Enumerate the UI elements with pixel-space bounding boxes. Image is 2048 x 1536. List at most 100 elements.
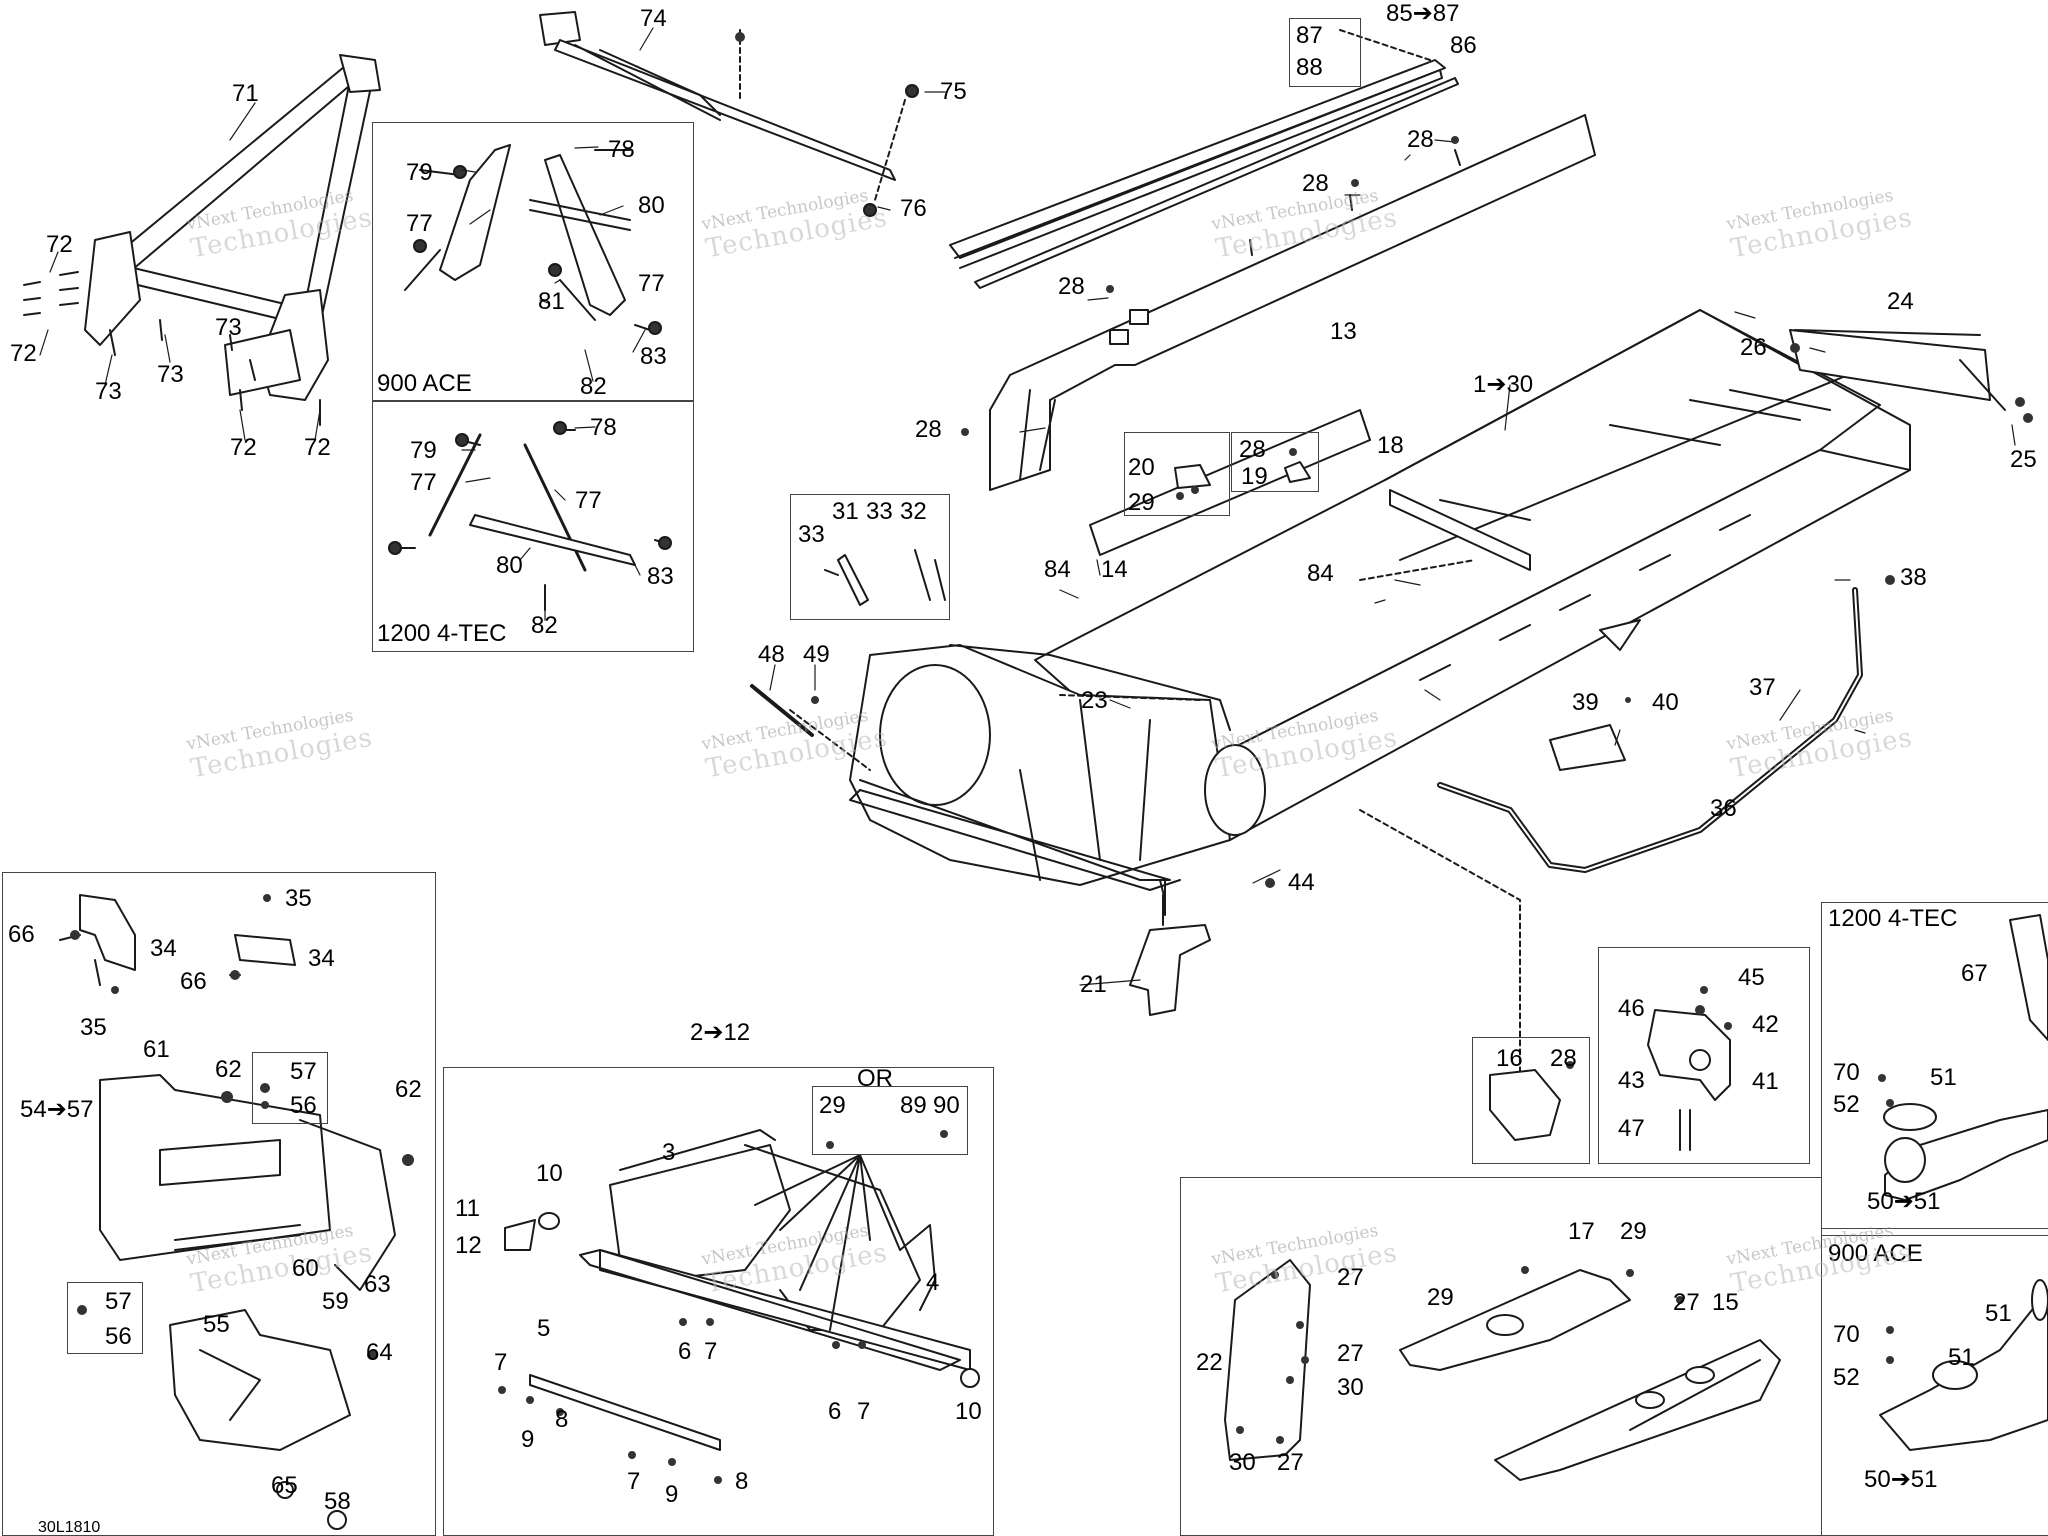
- callout-label: 70: [1833, 1321, 1860, 1348]
- callout-label: 17: [1568, 1218, 1595, 1245]
- box-parts-41-47: [1598, 947, 1810, 1164]
- callout-label: 86: [1450, 32, 1477, 59]
- callout-label: 63: [364, 1271, 391, 1298]
- callout-label: 46: [1618, 995, 1645, 1022]
- parts-34-66: [59, 894, 396, 1530]
- callout-label: 89: [900, 1092, 927, 1119]
- box-parts-29-89-90: [812, 1086, 968, 1155]
- callout-label: 5: [537, 1315, 551, 1342]
- callout-label: 49: [803, 641, 830, 668]
- callout-label: 57: [105, 1288, 132, 1315]
- box-parts-31-33: [790, 494, 950, 620]
- callout-label: 36: [1710, 795, 1737, 822]
- part-36-rear-bumper: [1437, 587, 1863, 873]
- callout-label: 12: [455, 1232, 482, 1259]
- callout-label: 50➔51: [1864, 1466, 1938, 1493]
- callout-label: 8: [735, 1468, 749, 1495]
- callout-label: 1➔30: [1473, 371, 1534, 398]
- parts-50-67-1200: [1883, 914, 2048, 1201]
- diagram-code: 30L1810: [38, 1519, 101, 1536]
- callout-label: 2➔12: [690, 1019, 751, 1046]
- callout-label: 77: [638, 270, 665, 297]
- callout-label: 28: [915, 416, 942, 443]
- callout-label: 58: [324, 1488, 351, 1515]
- callout-label: 82: [531, 612, 558, 639]
- callout-label: 85➔87: [1386, 0, 1460, 27]
- callout-label: 84: [1044, 556, 1071, 583]
- callout-label: 6: [678, 1338, 692, 1365]
- callout-label: 83: [647, 563, 674, 590]
- callout-label: 23: [1081, 687, 1108, 714]
- callout-label: 56: [105, 1323, 132, 1350]
- callout-label: 40: [1652, 689, 1679, 716]
- box-parts-19-20: [1124, 432, 1230, 516]
- box-1200-4tec-right: [1821, 902, 2048, 1229]
- callout-label: 87: [1296, 22, 1323, 49]
- callout-label: 80: [496, 552, 523, 579]
- callout-label: 50➔51: [1867, 1188, 1941, 1215]
- callout-label: 13: [1330, 318, 1357, 345]
- callout-label: 73: [157, 361, 184, 388]
- box-parts-87-88: [1289, 18, 1361, 87]
- box-parts-15-30: [1180, 1177, 1822, 1536]
- callout-label: 9: [665, 1481, 679, 1508]
- callout-label: 34: [150, 935, 177, 962]
- callout-label: 79: [410, 437, 437, 464]
- box-title-1200-4tec-top: 1200 4-TEC: [377, 620, 507, 647]
- part-48-rod: [750, 684, 814, 737]
- callout-label: 32: [900, 498, 927, 525]
- box-parts-19-28: [1231, 432, 1319, 492]
- callout-label: 72: [230, 434, 257, 461]
- callout-label: 14: [1101, 556, 1128, 583]
- part-39-bracket: [1549, 724, 1626, 771]
- callout-label: 24: [1887, 288, 1914, 315]
- callout-label: 42: [1752, 1011, 1779, 1038]
- callout-label: 80: [638, 192, 665, 219]
- callout-label: 47: [1618, 1115, 1645, 1142]
- parts-2-12: [504, 1129, 980, 1451]
- callout-label: 33: [866, 498, 893, 525]
- parts-15-17-22: [1224, 1259, 1781, 1481]
- callout-label: 61: [143, 1036, 170, 1063]
- callout-label: 44: [1288, 869, 1315, 896]
- callout-label: 28: [1239, 436, 1266, 463]
- callout-label: 30: [1229, 1449, 1256, 1476]
- callout-label: 28: [1550, 1045, 1577, 1072]
- callout-label: 15: [1712, 1289, 1739, 1316]
- box-900-ace-top: [372, 122, 694, 402]
- box-title-900-ace-right: 900 ACE: [1828, 1240, 1923, 1267]
- callout-label: 29: [1620, 1218, 1647, 1245]
- callout-label: 59: [322, 1288, 349, 1315]
- callout-label: 29: [819, 1092, 846, 1119]
- parts-41-47: [1647, 1009, 1731, 1151]
- callout-label: 73: [95, 378, 122, 405]
- hardware-dots: [70, 32, 2033, 1484]
- callout-label: 73: [215, 314, 242, 341]
- callout-label: 52: [1833, 1364, 1860, 1391]
- callout-label: 65: [271, 1472, 298, 1499]
- callout-label: 43: [1618, 1067, 1645, 1094]
- part-13-tunnel-cover: [989, 114, 1596, 491]
- part-19-20-brackets: [1174, 461, 1311, 489]
- callout-label: 56: [290, 1092, 317, 1119]
- callout-label: 55: [203, 1311, 230, 1338]
- callout-label: 34: [308, 945, 335, 972]
- callout-label: 29: [1128, 489, 1155, 516]
- callout-label: 28: [1058, 273, 1085, 300]
- callout-label: 57: [290, 1058, 317, 1085]
- part-21-bracket: [1129, 894, 1211, 1016]
- callout-label: 81: [538, 288, 565, 315]
- callout-label: 22: [1196, 1349, 1223, 1376]
- callout-label: 30: [1337, 1374, 1364, 1401]
- callout-label: 78: [590, 414, 617, 441]
- callout-label: 84: [1307, 560, 1334, 587]
- callout-label: 71: [232, 80, 259, 107]
- part-16-bracket: [1489, 1069, 1561, 1141]
- callout-label: 72: [46, 231, 73, 258]
- part-74-support-bar: [539, 11, 919, 217]
- callout-label: 7: [494, 1349, 508, 1376]
- callout-label: 16: [1496, 1045, 1523, 1072]
- callout-label: 33: [798, 521, 825, 548]
